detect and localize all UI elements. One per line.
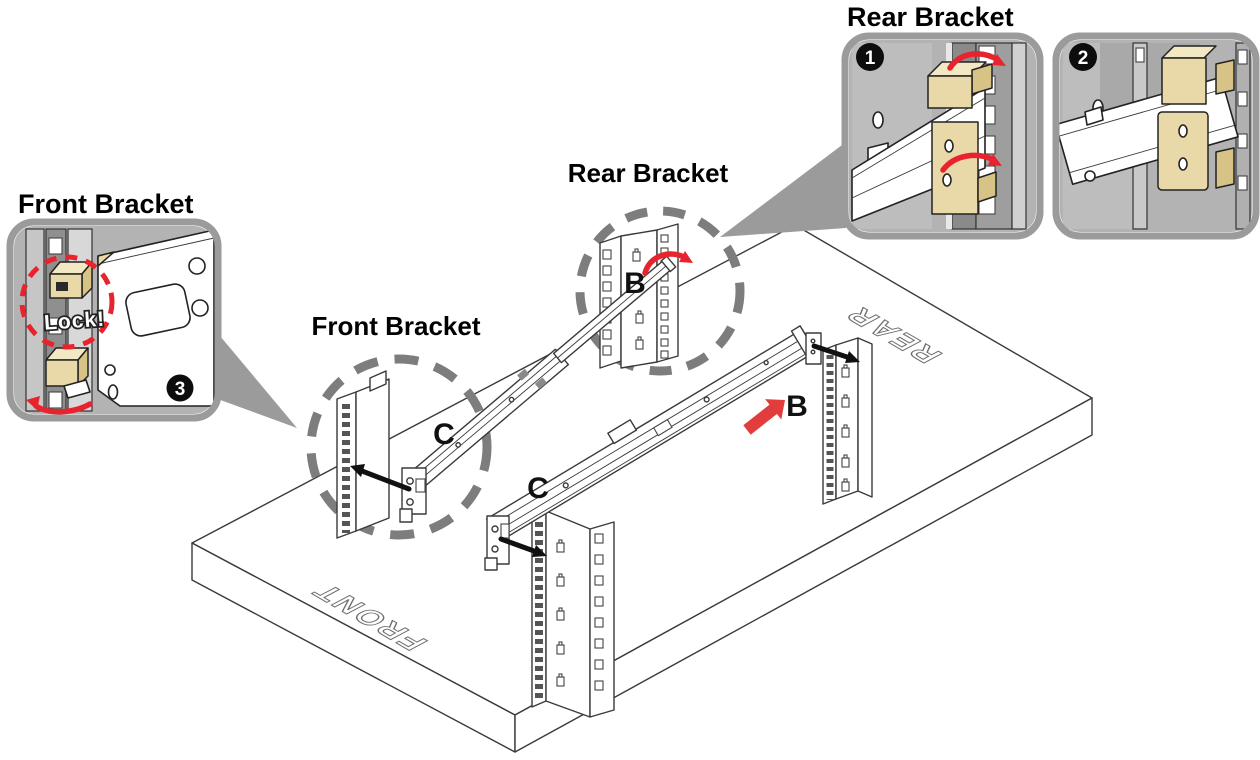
callout-panel-step3: Lock! 3 [6,218,222,422]
step-badge-3: 3 [166,374,194,402]
svg-text:3: 3 [175,379,186,400]
front-bracket-callout-title: Front Bracket [18,189,194,219]
hook-arrow-bottom-icon [940,152,1002,173]
rail-b-label-right: B [786,390,808,423]
rear-bracket-label: Rear Bracket [568,158,729,188]
front-bracket-rail-plate [97,229,215,407]
svg-text:1: 1 [865,48,876,69]
lock-pin-bottom [45,347,91,399]
callout-pointer-rear [720,142,846,237]
lock-rotate-arrow-icon [26,396,93,415]
rack-post-front-right [531,510,615,718]
callout-panel-step1: 1 [841,32,1044,240]
rail-c-label-left: C [433,418,455,451]
attach-arrow-rear-right [811,343,860,363]
lock-label: Lock! [43,308,105,335]
rear-bracket-piece-step2 [1157,45,1235,191]
step-badge-1: 1 [856,43,884,71]
callout-panel-step2: 2 [1052,32,1260,240]
attach-arrow-front-right [498,536,547,557]
rotate-arrow-icon [642,251,693,276]
rear-bracket-callout-title: Rear Bracket [847,2,1014,32]
callout-pointer-front [215,330,297,428]
svg-text:2: 2 [1078,48,1089,69]
lock-highlight-circle [19,254,115,350]
callout-circle-front-bracket [306,354,492,540]
attach-arrow-front-left [350,464,412,492]
lock-pin-top [49,261,93,299]
front-bracket-on-left-rail [399,467,427,523]
hook-arrow-top-icon [947,51,1006,71]
rear-bracket-piece-step1 [927,61,997,215]
rack-post-front-left [336,370,390,539]
slide-direction-arrow-icon [743,399,785,435]
callout-circle-rear-bracket [575,206,745,376]
front-bracket-label: Front Bracket [311,311,480,341]
rail-b-label-rear: B [624,267,646,300]
rail-c-label-right: C [527,472,549,505]
step-badge-2: 2 [1069,43,1097,71]
rack-post-rear-right [822,337,873,505]
front-bracket-on-right-rail [484,515,510,571]
right-slide-rail [484,325,822,571]
left-slide-rail [399,255,677,523]
